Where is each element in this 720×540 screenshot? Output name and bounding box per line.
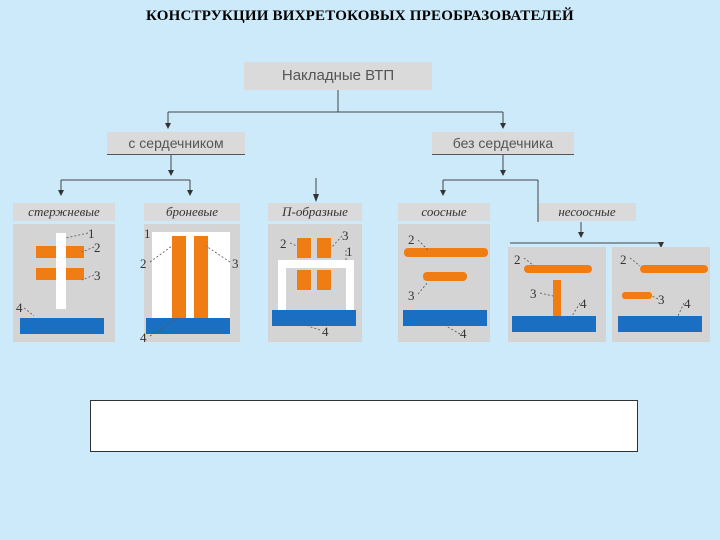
arrow-icon	[165, 123, 171, 129]
noncoax-a-label-3: 3	[530, 286, 537, 301]
armored-coil-left	[172, 236, 186, 318]
armored-label-3: 3	[232, 256, 239, 271]
p-coil-4	[317, 270, 331, 290]
arrow-icon	[168, 170, 174, 176]
noncoax-a-label-2: 2	[514, 252, 521, 267]
rod-object	[20, 318, 104, 334]
noncoax-b-label-3: 3	[658, 292, 665, 307]
type-armored: броневые	[144, 203, 240, 221]
coax-coil-top	[404, 248, 488, 257]
arrow-icon	[500, 170, 506, 176]
rod-core-overlay	[56, 246, 66, 280]
caption-box	[90, 400, 638, 452]
rod-label-4: 4	[16, 300, 23, 315]
rod-label-2: 2	[94, 240, 101, 255]
group-with-core: с сердечником	[107, 132, 245, 155]
arrow-icon	[578, 232, 584, 238]
arrow-icon	[58, 190, 64, 196]
coax-label-3: 3	[408, 288, 415, 303]
noncoax-b-object	[618, 316, 702, 332]
p-core-left	[278, 260, 286, 310]
noncoax-b-label-2: 2	[620, 252, 627, 267]
p-label-2: 2	[280, 236, 287, 251]
noncoax-b-coil-bottom	[622, 292, 652, 299]
p-label-3: 3	[342, 228, 349, 243]
noncoax-a-label-4: 4	[580, 296, 587, 311]
p-label-4: 4	[322, 324, 329, 339]
p-coil-1	[297, 238, 311, 258]
rod-label-3: 3	[94, 268, 101, 283]
type-non-coaxial: несоосные	[538, 203, 636, 221]
coax-label-2: 2	[408, 232, 415, 247]
arrow-icon	[187, 190, 193, 196]
p-coil-2	[317, 238, 331, 258]
armored-coil-right	[194, 236, 208, 318]
armored-label-1: 1	[144, 226, 151, 241]
coax-coil-bottom	[423, 272, 467, 281]
p-core-right	[346, 260, 354, 310]
noncoax-a-coil-v	[553, 280, 561, 316]
group-without-core-label: без сердечника	[452, 135, 554, 151]
rod-label-1: 1	[88, 226, 95, 241]
page-title: КОНСТРУКЦИИ ВИХРЕТОКОВЫХ ПРЕОБРАЗОВАТЕЛЕ…	[146, 8, 574, 24]
armored-object	[146, 318, 230, 334]
arrow-icon	[658, 242, 664, 248]
noncoax-a-object	[512, 316, 596, 332]
arrow-icon	[500, 123, 506, 129]
noncoax-b-coil-top	[640, 265, 708, 273]
p-object	[272, 310, 356, 326]
group-with-core-label: с сердечником	[128, 135, 224, 151]
arrow-icon	[440, 190, 446, 196]
type-p-shaped: П-образные	[268, 203, 362, 221]
p-core-top	[278, 260, 354, 268]
type-coaxial: соосные	[398, 203, 490, 221]
armored-label-2: 2	[140, 256, 147, 271]
group-without-core: без сердечника	[432, 132, 574, 155]
p-label-1: 1	[346, 244, 353, 259]
p-coil-3	[297, 270, 311, 290]
noncoax-a-coil-h	[524, 265, 592, 273]
coax-label-4: 4	[460, 326, 467, 341]
armored-core	[152, 232, 230, 318]
root-node: Накладные ВТП	[244, 62, 432, 90]
noncoax-b-label-4: 4	[684, 296, 691, 311]
armored-label-4: 4	[140, 330, 147, 345]
type-rod: стержневые	[13, 203, 115, 221]
root-label: Накладные ВТП	[281, 67, 395, 84]
coax-object	[403, 310, 487, 326]
